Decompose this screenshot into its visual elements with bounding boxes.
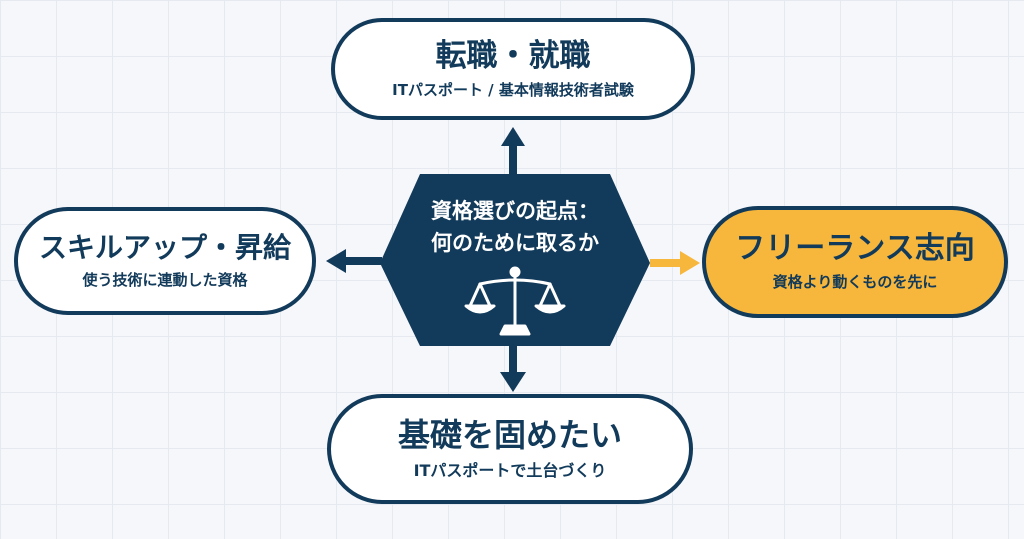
node-skill-up-title: スキルアップ・昇給 (38, 231, 291, 265)
node-fundamentals-title: 基礎を固めたい (397, 416, 622, 455)
node-career-change-subtitle: ITパスポート / 基本情報技術者試験 (392, 80, 634, 99)
arrow-left (326, 249, 382, 273)
node-skill-up: スキルアップ・昇給 使う技術に連動した資格 (14, 207, 316, 315)
arrow-right (650, 251, 700, 275)
node-career-change: 転職・就職 ITパスポート / 基本情報技術者試験 (331, 18, 695, 120)
node-career-change-title: 転職・就職 (435, 37, 591, 74)
node-fundamentals-subtitle: ITパスポートで土台づくり (413, 460, 607, 480)
center-label-line1: 資格選びの起点： (431, 199, 599, 223)
arrow-down (500, 346, 526, 392)
node-freelance-title: フリーランス志向 (735, 231, 975, 267)
center-label-line2: 何のために取るか (431, 230, 599, 255)
node-fundamentals: 基礎を固めたい ITパスポートで土台づくり (327, 394, 693, 504)
node-freelance: フリーランス志向 資格より動くものを先に (702, 206, 1008, 318)
scales-icon (464, 266, 566, 336)
center-label: 資格選びの起点： 何のために取るか (380, 196, 650, 259)
center-hexagon (380, 174, 650, 346)
node-skill-up-subtitle: 使う技術に連動した資格 (82, 271, 248, 290)
node-freelance-subtitle: 資格より動くものを先に (772, 273, 938, 292)
arrow-up (501, 127, 525, 175)
